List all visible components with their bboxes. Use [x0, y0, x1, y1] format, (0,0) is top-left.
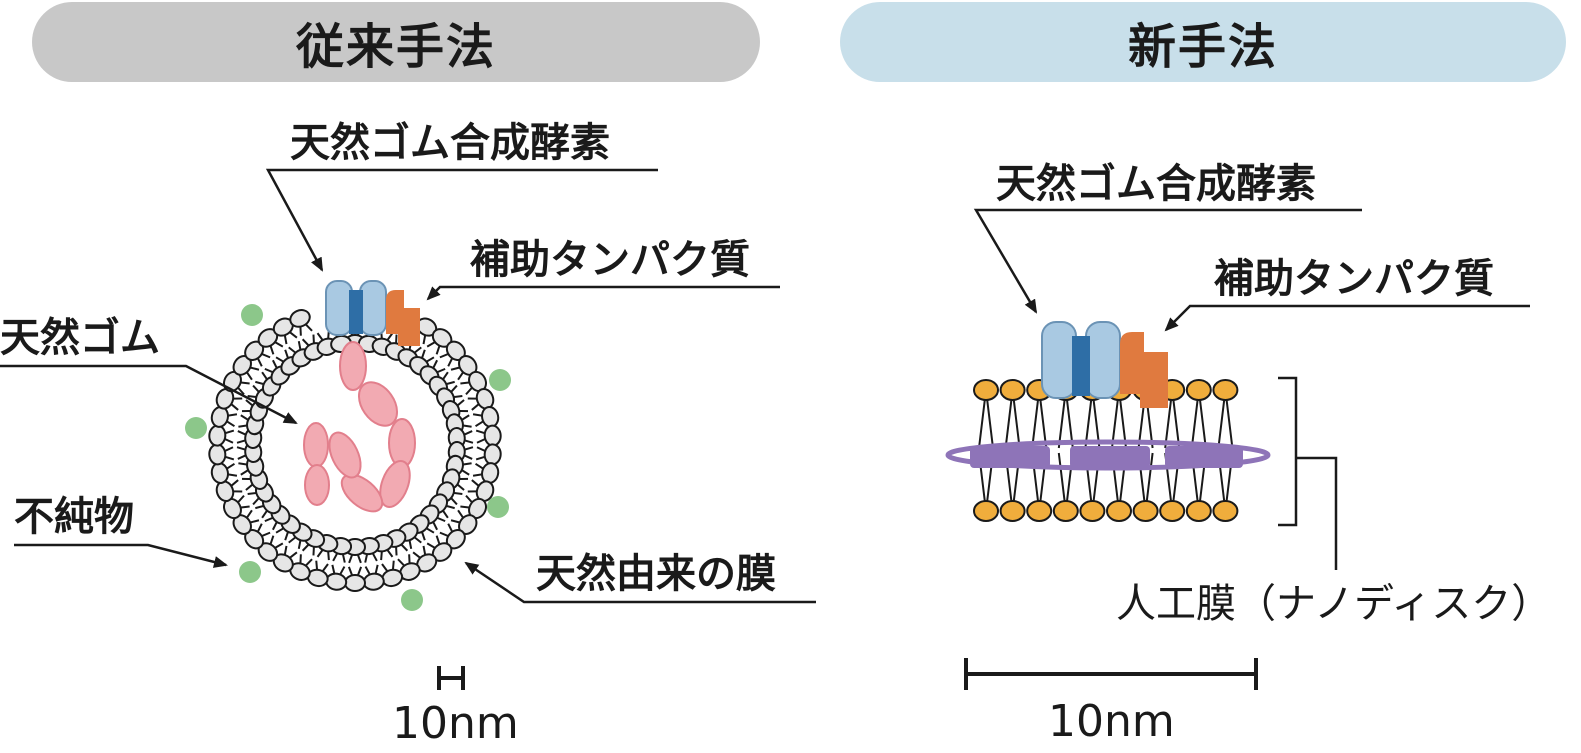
conventional-scale-bar	[437, 666, 465, 690]
membrane-bracket	[1278, 376, 1338, 570]
new-scale-bar	[964, 658, 1258, 690]
new-enzyme-label: 天然ゴム合成酵素	[996, 161, 1316, 207]
new-aux-protein-label: 補助タンパク質	[1214, 256, 1494, 302]
natural-membrane-label: 天然由来の膜	[536, 551, 776, 597]
lipid-head	[325, 572, 348, 591]
lipid-head	[1212, 379, 1239, 401]
impurity-label: 不純物	[14, 494, 134, 540]
conventional-rubber-synthase-enzyme	[325, 280, 387, 336]
natural-rubber-particles	[303, 341, 416, 513]
lipid-head	[1185, 500, 1212, 522]
impurity-particles	[185, 304, 511, 611]
lipid-head	[208, 443, 227, 466]
conventional-auxiliary-protein	[386, 290, 420, 346]
new-scale-label: 10nm	[1048, 696, 1175, 747]
conventional-enzyme-label: 天然ゴム合成酵素	[290, 120, 610, 166]
conventional-leader-lines	[0, 168, 816, 604]
lipid-head	[289, 309, 311, 328]
lipid-head	[973, 379, 999, 401]
header-new-method: 新手法	[840, 2, 1566, 82]
lipid-head	[483, 443, 502, 466]
lipid-head	[208, 424, 227, 447]
lipid-head	[1026, 500, 1053, 522]
lipid-head	[344, 574, 366, 592]
lipid-head	[362, 572, 385, 591]
header-conventional-method: 従来手法	[32, 2, 760, 82]
lipid-head	[999, 379, 1026, 401]
new-rubber-synthase-enzyme	[1041, 321, 1121, 399]
lipid-head	[973, 500, 999, 522]
lipid-head	[1132, 500, 1159, 522]
lipid-head	[483, 424, 502, 447]
nanodisc-scaffold-protein	[945, 439, 1271, 471]
lipid-head	[1185, 379, 1212, 401]
lipid-head	[999, 500, 1026, 522]
lipid-head	[1106, 500, 1132, 522]
new-leader-lines	[973, 208, 1530, 332]
lipid-head	[1079, 500, 1106, 522]
new-auxiliary-protein	[1120, 332, 1168, 408]
natural-rubber-label: 天然ゴム	[0, 315, 160, 361]
artificial-membrane-label: 人工膜（ナノディスク）	[1116, 581, 1552, 627]
conventional-aux-protein-label: 補助タンパク質	[470, 237, 750, 283]
lipid-head	[1052, 500, 1079, 522]
lipid-head	[1159, 500, 1186, 522]
conventional-scale-label: 10nm	[392, 698, 519, 749]
natural-membrane-vesicle	[208, 309, 502, 592]
lipid-head	[1212, 500, 1239, 522]
